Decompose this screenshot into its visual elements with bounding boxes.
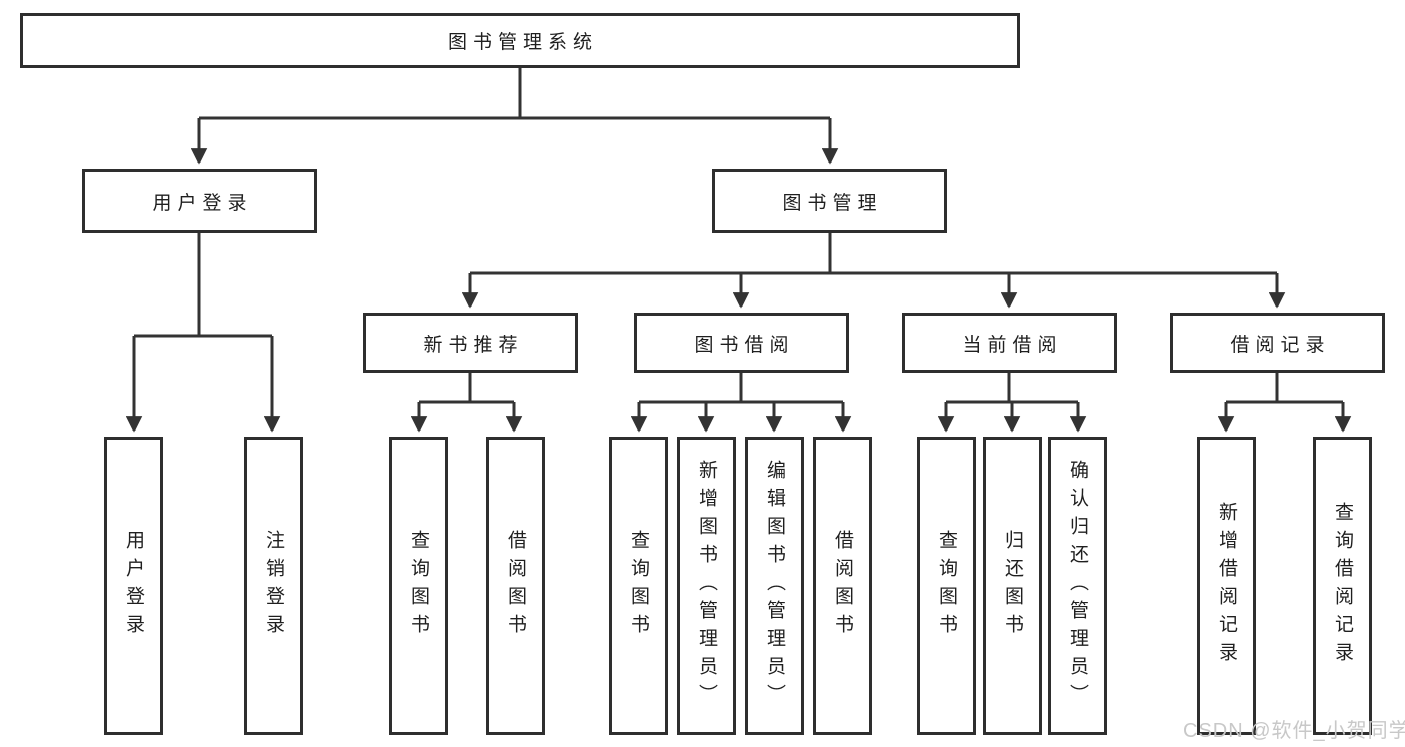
leaf-edit-book-admin: 编辑图书（管理员） — [745, 437, 804, 735]
node-label: 新增图书（管理员） — [696, 460, 717, 712]
leaf-user-login: 用户登录 — [104, 437, 163, 735]
node-label: 查询借阅记录 — [1332, 502, 1353, 670]
node-book-management: 图书管理 — [712, 169, 947, 233]
leaf-query-book: 查询图书 — [389, 437, 448, 735]
leaf-query-book: 查询图书 — [917, 437, 976, 735]
leaf-borrow-book: 借阅图书 — [486, 437, 545, 735]
leaf-borrow-book: 借阅图书 — [813, 437, 872, 735]
node-book-borrow: 图书借阅 — [634, 313, 849, 373]
node-label: 新书推荐 — [423, 334, 524, 356]
node-label: 归还图书 — [1002, 530, 1023, 642]
node-current-borrow: 当前借阅 — [902, 313, 1117, 373]
node-root-system: 图书管理系统 — [20, 13, 1020, 68]
node-new-book-recommend: 新书推荐 — [363, 313, 578, 373]
leaf-query-borrow-record: 查询借阅记录 — [1313, 437, 1372, 735]
leaf-add-borrow-record: 新增借阅记录 — [1197, 437, 1256, 735]
node-label: 图书管理系统 — [447, 32, 598, 53]
node-label: 图书管理 — [782, 192, 883, 214]
leaf-confirm-return-admin: 确认归还（管理员） — [1048, 437, 1107, 735]
node-label: 用户登录 — [152, 192, 253, 214]
node-label: 借阅图书 — [505, 530, 526, 642]
node-borrow-records: 借阅记录 — [1170, 313, 1385, 373]
leaf-query-book: 查询图书 — [609, 437, 668, 735]
node-label: 当前借阅 — [962, 334, 1063, 356]
node-label: 图书借阅 — [694, 334, 795, 356]
node-label: 用户登录 — [123, 530, 144, 642]
node-label: 借阅图书 — [832, 530, 853, 642]
node-label: 新增借阅记录 — [1216, 502, 1237, 670]
leaf-logout: 注销登录 — [244, 437, 303, 735]
node-user-login: 用户登录 — [82, 169, 317, 233]
node-label: 查询图书 — [408, 530, 429, 642]
leaf-return-book: 归还图书 — [983, 437, 1042, 735]
node-label: 确认归还（管理员） — [1067, 460, 1088, 712]
connector-group — [125, 68, 1352, 433]
leaf-add-book-admin: 新增图书（管理员） — [677, 437, 736, 735]
node-label: 编辑图书（管理员） — [764, 460, 785, 712]
node-label: 注销登录 — [263, 530, 284, 642]
node-label: 查询图书 — [628, 530, 649, 642]
node-label: 借阅记录 — [1230, 334, 1331, 356]
node-label: 查询图书 — [936, 530, 957, 642]
csdn-watermark: CSDN @软件_小贺同学 — [1183, 720, 1405, 742]
